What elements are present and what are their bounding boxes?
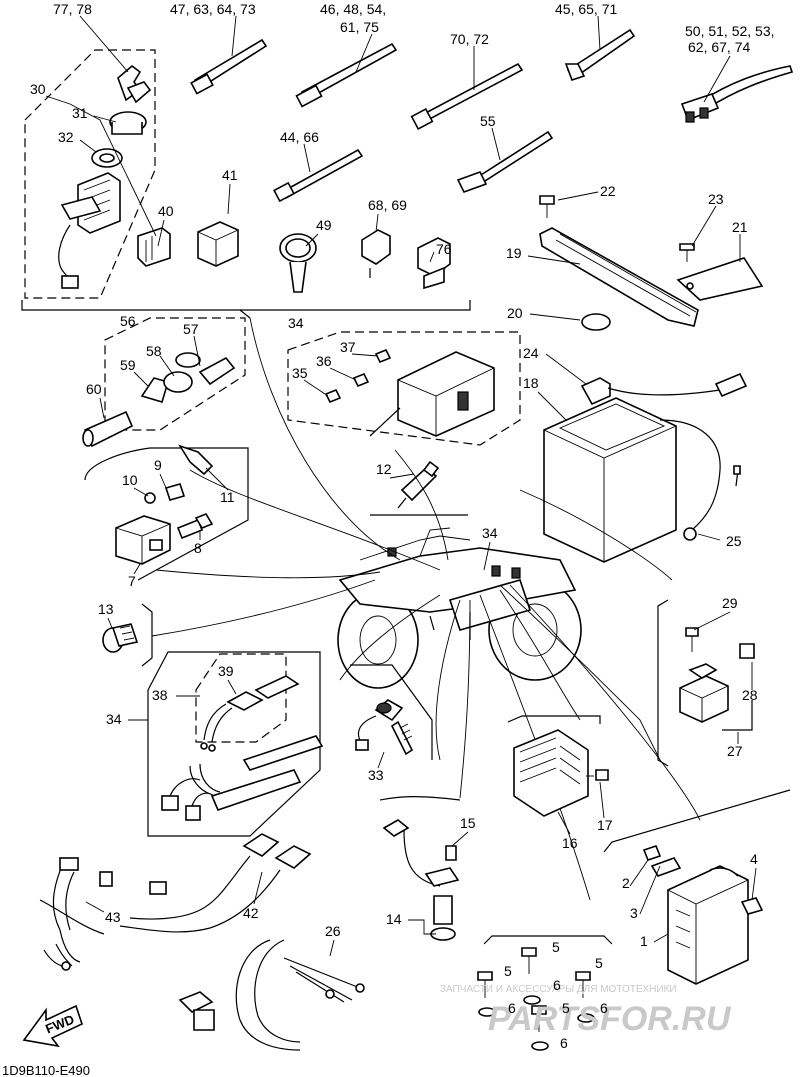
sensor-13 bbox=[102, 603, 153, 667]
callout: 5 bbox=[595, 955, 603, 971]
callout: 12 bbox=[376, 461, 392, 477]
callout: 76 bbox=[436, 241, 452, 257]
forward-arrow: FWD bbox=[22, 1004, 83, 1048]
callout: 16 bbox=[562, 835, 578, 851]
callout: 13 bbox=[98, 601, 114, 617]
callout: 49 bbox=[316, 217, 332, 233]
callout: 29 bbox=[722, 595, 738, 611]
callout: 41 bbox=[222, 167, 238, 183]
callout: 61, 75 bbox=[340, 19, 379, 35]
callout: 62, 67, 74 bbox=[688, 39, 750, 55]
diagram-code: 1D9B110-E490 bbox=[2, 1063, 90, 1077]
callout: 26 bbox=[325, 923, 341, 939]
callout: 46, 48, 54, bbox=[320, 1, 386, 17]
callout: 9 bbox=[154, 457, 162, 473]
callout: 15 bbox=[460, 815, 476, 831]
cable-26 bbox=[178, 939, 365, 1051]
callout: 5 bbox=[552, 939, 560, 955]
callout: 17 bbox=[597, 817, 613, 833]
callout: 21 bbox=[732, 219, 748, 235]
main-switch-assembly bbox=[24, 49, 156, 299]
callout: 45, 65, 71 bbox=[555, 1, 617, 17]
callout: 5 bbox=[562, 1000, 570, 1016]
battery-bracket bbox=[539, 227, 764, 331]
callout: 8 bbox=[194, 540, 202, 556]
callout: 5 bbox=[504, 963, 512, 979]
callout: 11 bbox=[220, 489, 235, 505]
callout: 2 bbox=[622, 875, 630, 891]
callout: 57 bbox=[183, 321, 199, 337]
callout: 6 bbox=[508, 1000, 516, 1016]
cdi-unit bbox=[603, 789, 791, 985]
callout: 27 bbox=[727, 743, 743, 759]
callout: 19 bbox=[506, 245, 522, 261]
callout: 68, 69 bbox=[368, 197, 407, 213]
callout: 42 bbox=[243, 905, 259, 921]
fuse-holder-assembly bbox=[82, 317, 246, 448]
ignition-coil-group bbox=[84, 444, 249, 581]
watermark-brand: PARTSFOR.RU bbox=[488, 1000, 732, 1038]
callout: 6 bbox=[600, 1000, 608, 1016]
callout: 60 bbox=[86, 381, 102, 397]
callout: 77, 78 bbox=[53, 1, 92, 17]
callout: 30 bbox=[30, 81, 46, 97]
atv-silhouette bbox=[337, 527, 582, 689]
callout: 34 bbox=[106, 711, 122, 727]
callout: 10 bbox=[122, 472, 138, 488]
callout: 36 bbox=[316, 353, 332, 369]
cable-ties-top-row bbox=[190, 28, 794, 203]
callout: 3 bbox=[630, 905, 638, 921]
callout-labels: 77, 78 47, 63, 64, 73 46, 48, 54, 61, 75… bbox=[30, 1, 775, 1051]
wiring-harness-42-43 bbox=[39, 833, 312, 971]
callout: 37 bbox=[340, 339, 356, 355]
rectifier-16 bbox=[507, 715, 609, 817]
clamps-and-relays bbox=[137, 195, 695, 293]
callout: 50, 51, 52, 53, bbox=[685, 23, 775, 39]
callout: 47, 63, 64, 73 bbox=[170, 1, 256, 17]
callout: 39 bbox=[218, 663, 234, 679]
callout: 6 bbox=[560, 1035, 568, 1051]
callout: 24 bbox=[523, 345, 539, 361]
callout: 28 bbox=[742, 687, 758, 703]
callout: 70, 72 bbox=[450, 31, 489, 47]
callout: 23 bbox=[708, 191, 724, 207]
leader-lines bbox=[151, 317, 701, 901]
callout: 58 bbox=[146, 343, 162, 359]
callout: 4 bbox=[750, 851, 758, 867]
callout: 22 bbox=[600, 183, 616, 199]
callout: 38 bbox=[152, 687, 168, 703]
callout: 6 bbox=[553, 977, 561, 993]
top-group-frame bbox=[21, 300, 471, 319]
callout: 18 bbox=[523, 375, 539, 391]
callout: 35 bbox=[292, 365, 308, 381]
battery bbox=[543, 372, 748, 563]
bolts-and-washers bbox=[477, 935, 613, 1051]
callout: 55 bbox=[480, 113, 496, 129]
callout: 32 bbox=[58, 129, 74, 145]
fuse-box-assembly bbox=[287, 331, 521, 446]
watermark-subtitle: ЗАПЧАСТИ И АКСЕССУАРЫ ДЛЯ МОТОТЕХНИКИ bbox=[440, 984, 677, 995]
callout: 34 bbox=[482, 525, 498, 541]
callout: 20 bbox=[507, 305, 523, 321]
switch-33 bbox=[350, 664, 433, 760]
starter-relay bbox=[657, 599, 755, 767]
callout-leaders bbox=[45, 15, 757, 957]
wire-harness-group bbox=[147, 651, 324, 837]
spark-plug bbox=[370, 460, 468, 516]
callout: 43 bbox=[105, 909, 121, 925]
watermark: ЗАПЧАСТИ И АКСЕССУАРЫ ДЛЯ МОТОТЕХНИКИ PA… bbox=[440, 984, 732, 1038]
callout: 14 bbox=[386, 911, 402, 927]
callout: 44, 66 bbox=[280, 129, 319, 145]
callout: 1 bbox=[640, 933, 648, 949]
callout: 34 bbox=[288, 315, 304, 331]
callout: 59 bbox=[120, 357, 136, 373]
callout: 7 bbox=[128, 573, 136, 589]
callout: 25 bbox=[726, 533, 742, 549]
callout: 33 bbox=[368, 767, 384, 783]
callout: 31 bbox=[72, 105, 88, 121]
callout: 56 bbox=[120, 313, 136, 329]
callout: 40 bbox=[158, 203, 174, 219]
